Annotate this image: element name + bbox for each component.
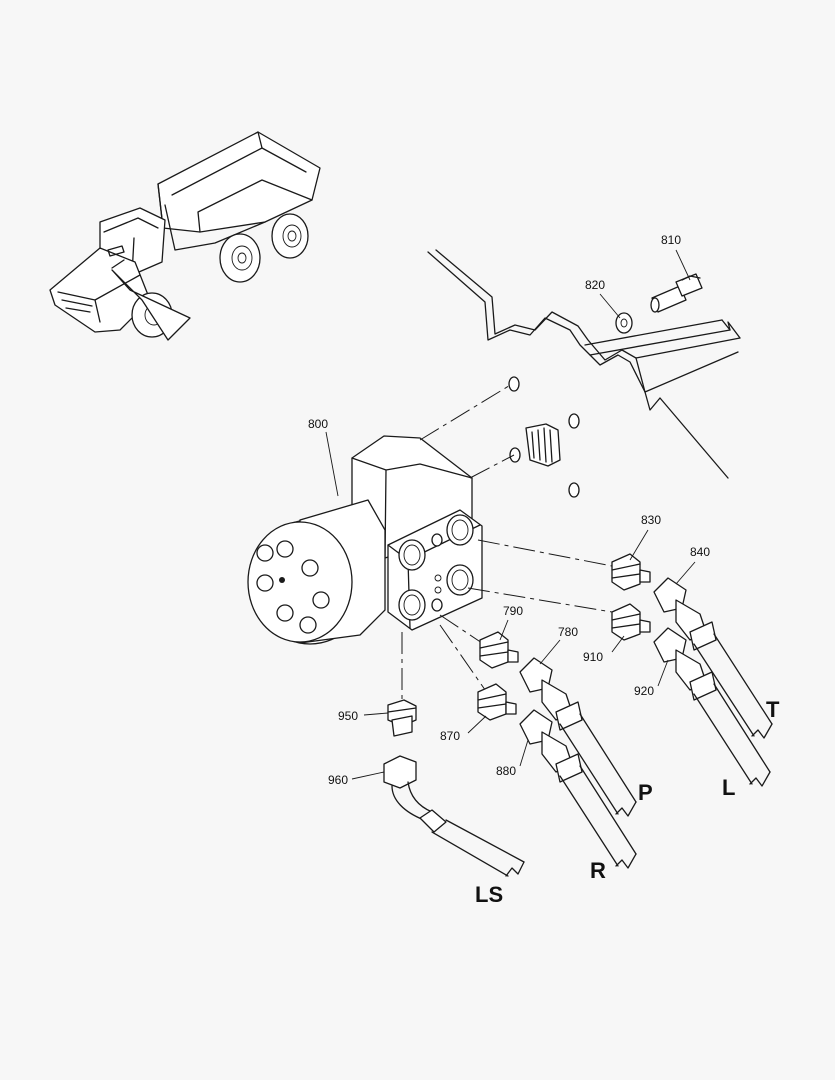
- fitting-950: [387, 699, 417, 737]
- callout-920: 920: [634, 684, 654, 698]
- steering-unit-800: [247, 435, 483, 645]
- hose-840-t: [653, 577, 773, 739]
- port-label-t: T: [766, 697, 780, 722]
- fitting-870: [477, 683, 517, 721]
- assembly-centerlines: [401, 383, 613, 700]
- callout-950: 950: [338, 709, 358, 723]
- callout-960: 960: [328, 773, 348, 787]
- callout-880: 880: [496, 764, 516, 778]
- hose-780-p: [519, 657, 637, 817]
- fitting-790: [479, 631, 519, 669]
- hose-920-l: [653, 627, 771, 787]
- callout-820: 820: [585, 278, 605, 292]
- port-labels: T P L R LS: [475, 697, 780, 907]
- fitting-830: [611, 553, 651, 591]
- port-label-p: P: [638, 780, 653, 805]
- callout-840: 840: [690, 545, 710, 559]
- hose-960-ls: [383, 755, 525, 877]
- hose-880-r: [519, 709, 637, 869]
- callout-810: 810: [661, 233, 681, 247]
- port-label-ls: LS: [475, 882, 503, 907]
- fitting-910: [611, 603, 651, 641]
- callout-leaders: [325, 249, 696, 780]
- port-label-l: L: [722, 775, 735, 800]
- callout-910: 910: [583, 650, 603, 664]
- port-label-r: R: [590, 858, 606, 883]
- callout-800: 800: [308, 417, 328, 431]
- callout-830: 830: [641, 513, 661, 527]
- bolt-810: [650, 273, 703, 313]
- spline-shaft: [508, 376, 580, 498]
- truck-illustration: [49, 131, 321, 341]
- frame-bracket: [427, 249, 741, 479]
- callout-790: 790: [503, 604, 523, 618]
- callout-870: 870: [440, 729, 460, 743]
- callout-780: 780: [558, 625, 578, 639]
- callout-labels: 800 810 820 830 840 790 780 910 920 950 …: [308, 233, 710, 787]
